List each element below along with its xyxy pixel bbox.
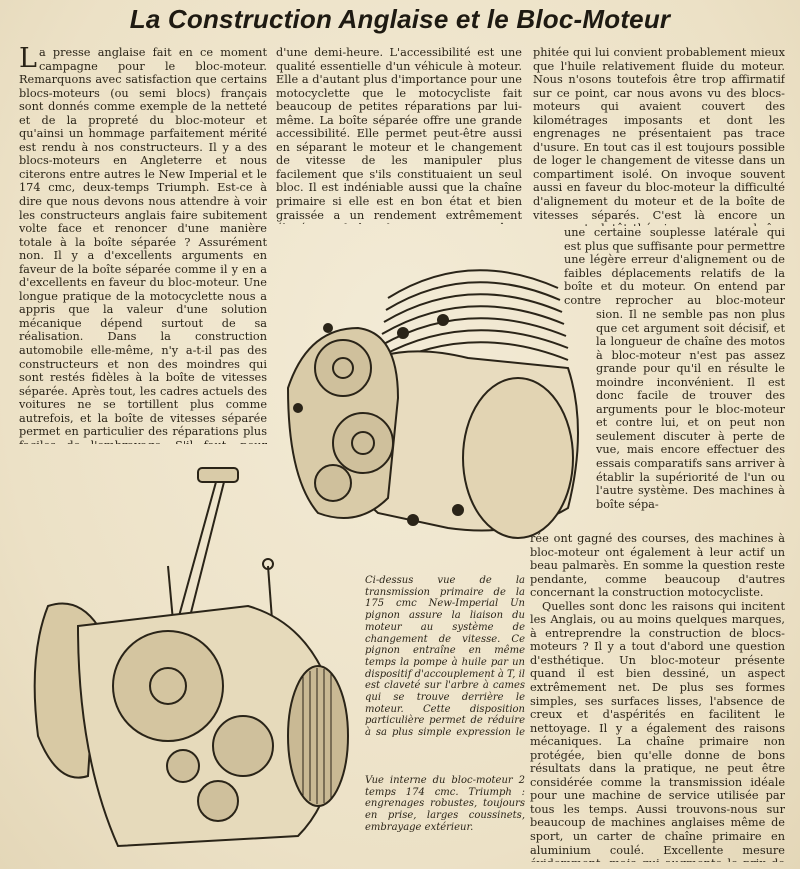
- article-title: La Construction Anglaise et le Bloc-Mote…: [129, 4, 671, 34]
- caption-triumph: Vue interne du bloc-moteur 2 temps 174 c…: [365, 775, 525, 833]
- paragraph-text: sion. Il ne semble pas non plus que cet …: [596, 308, 785, 511]
- column-2: d'une demi-heure. L'accessibilité est un…: [276, 46, 522, 224]
- triumph-engine-cutaway-illustration: [33, 467, 349, 848]
- paragraph-text: a presse anglaise fait en ce moment camp…: [19, 46, 267, 444]
- paragraph-text: Quelles sont donc les raisons qui incite…: [530, 599, 785, 862]
- paragraph-text: une certaine souplesse latérale qui est …: [564, 226, 785, 308]
- new-imperial-engine-illustration: [286, 269, 579, 539]
- caption-new-imperial: Ci-dessus vue de la transmission primair…: [365, 575, 525, 737]
- column-3-bottom: rée ont gagné des courses, des machines …: [530, 532, 785, 862]
- column-3-wrap-1: une certaine souplesse latérale qui est …: [564, 226, 785, 308]
- paragraph-text: d'une demi-heure. L'accessibilité est un…: [276, 46, 522, 224]
- paragraph-text: phitée qui lui convient probablement mie…: [533, 46, 785, 226]
- column-3-top: phitée qui lui convient probablement mie…: [533, 46, 785, 226]
- paragraph-text: rée ont gagné des courses, des machines …: [530, 532, 785, 600]
- drop-cap: L: [19, 46, 37, 74]
- column-3-wrap-2: sion. Il ne semble pas non plus que cet …: [596, 308, 785, 532]
